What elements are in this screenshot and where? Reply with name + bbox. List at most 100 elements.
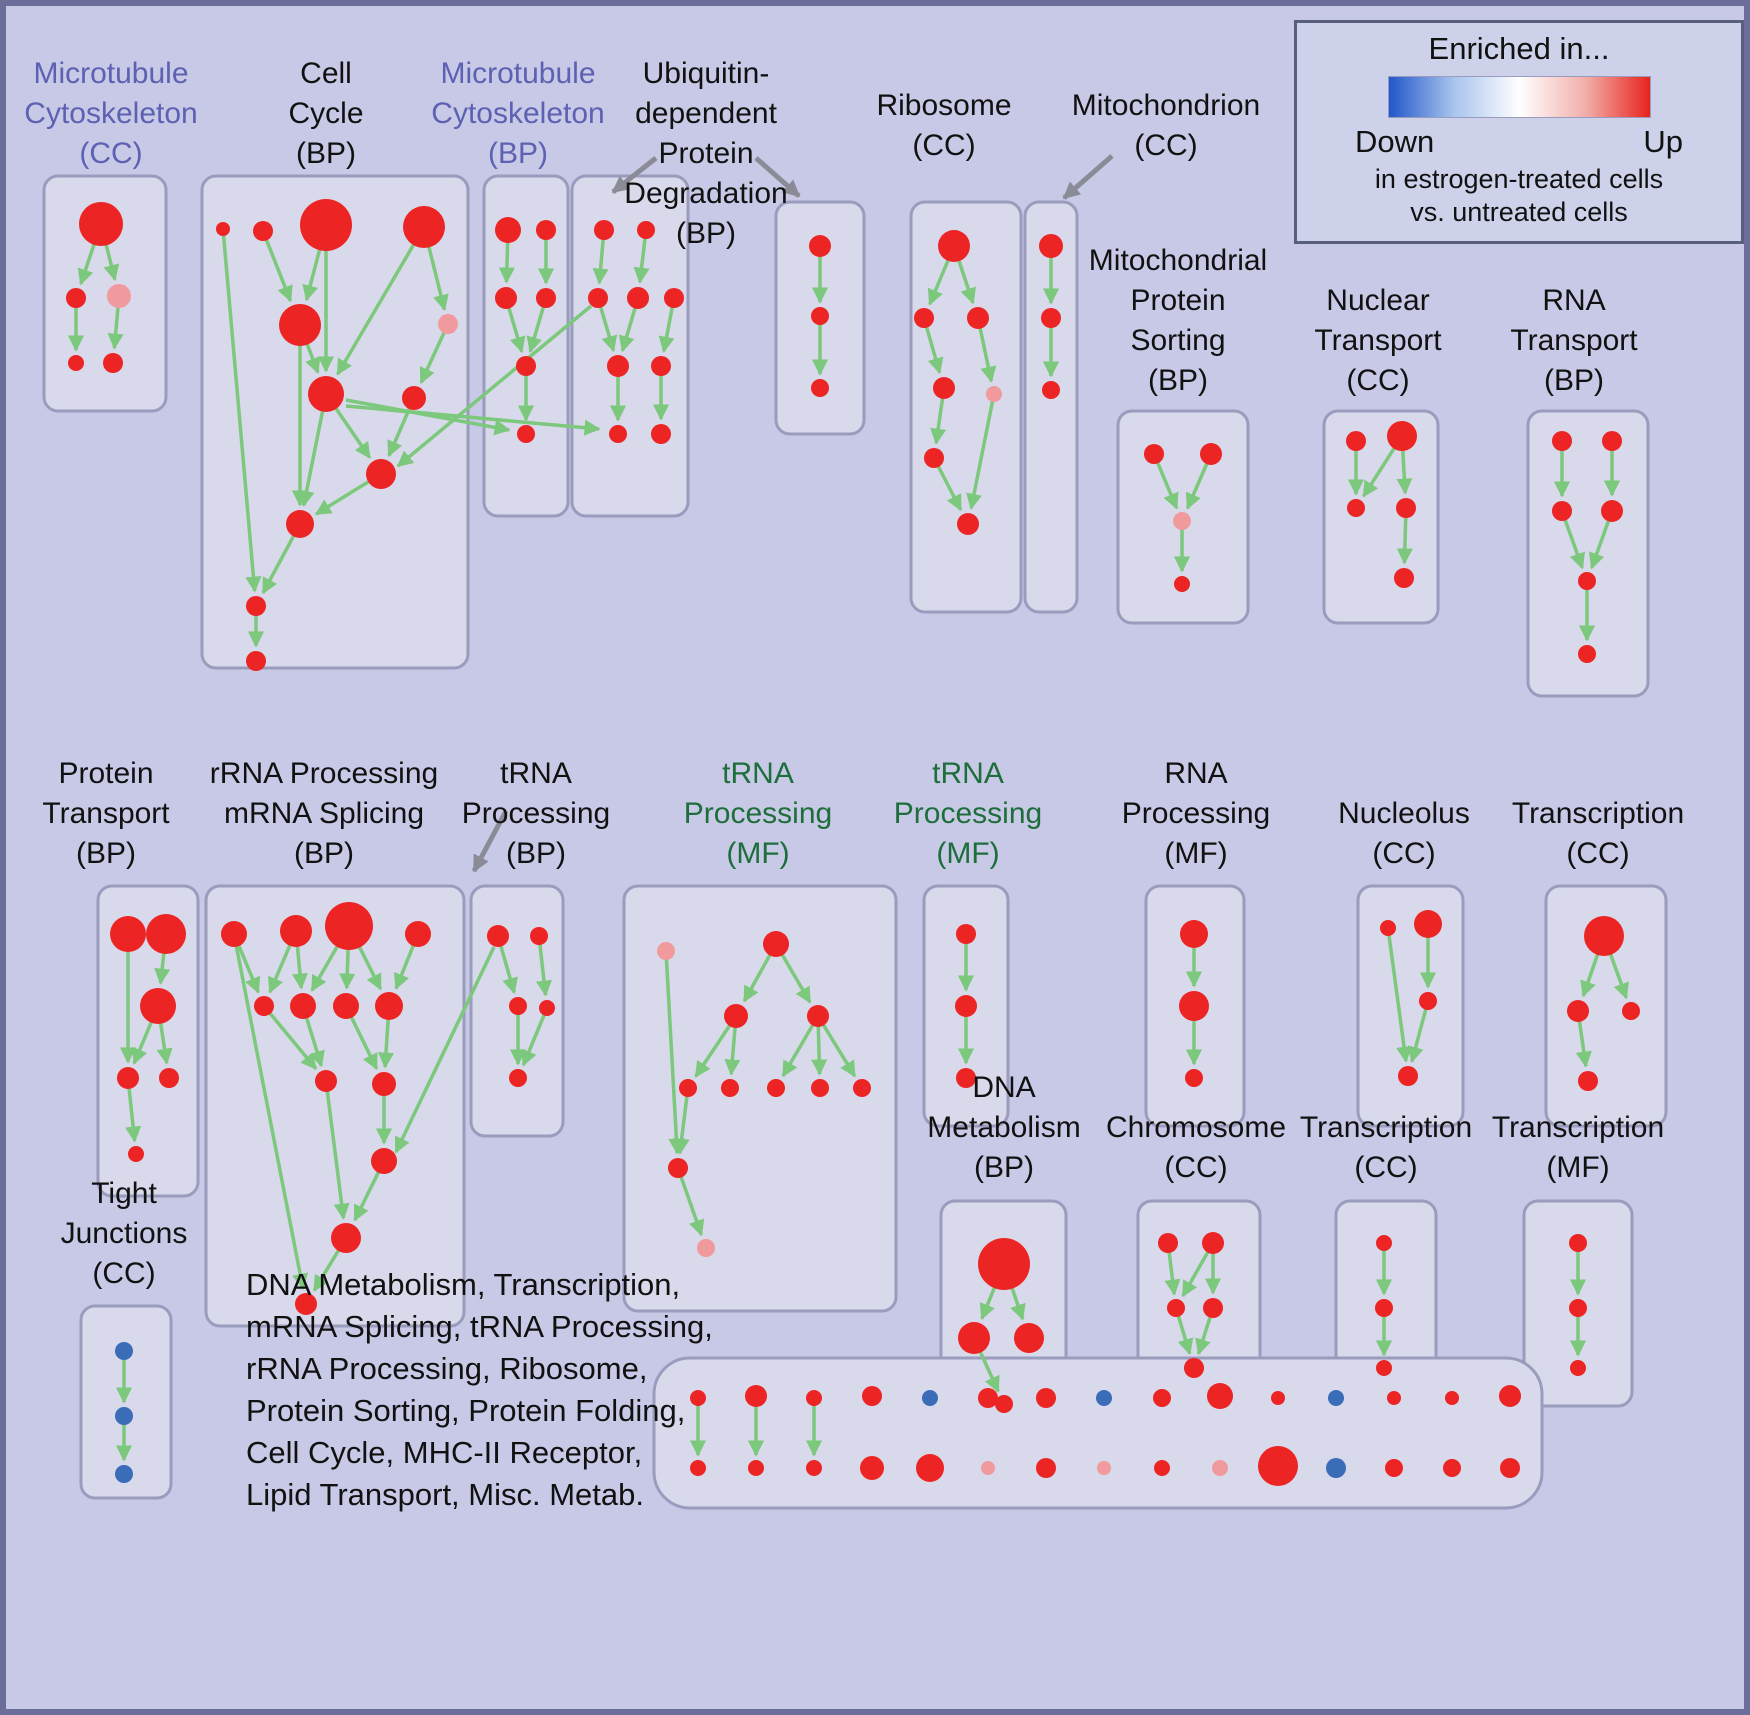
go-term-node bbox=[1396, 498, 1416, 518]
go-term-node bbox=[1328, 1390, 1344, 1406]
go-term-node bbox=[1398, 1066, 1418, 1086]
group-box-mitochondrion-cc bbox=[1023, 200, 1079, 614]
go-term-node bbox=[107, 284, 131, 308]
go-term-node bbox=[300, 199, 352, 251]
go-term-node bbox=[938, 230, 970, 262]
go-term-node bbox=[767, 1079, 785, 1097]
go-term-node bbox=[697, 1239, 715, 1257]
go-term-node bbox=[117, 1067, 139, 1089]
misc-text-line: DNA Metabolism, Transcription, bbox=[246, 1267, 681, 1302]
go-term-node bbox=[664, 288, 684, 308]
edge-arrow bbox=[262, 1004, 318, 1070]
cross-group-edge-arrow bbox=[394, 946, 496, 1154]
go-term-node bbox=[325, 902, 373, 950]
go-term-node bbox=[978, 1238, 1030, 1290]
go-term-node bbox=[280, 915, 312, 947]
go-term-node bbox=[809, 235, 831, 257]
group-box-ubiquitin-degradation-bp-left bbox=[570, 174, 690, 518]
go-term-node bbox=[679, 1079, 697, 1097]
edge-arrow bbox=[336, 226, 426, 376]
cross-group-edge-arrow bbox=[345, 404, 601, 436]
go-term-node bbox=[594, 220, 614, 240]
go-term-node bbox=[279, 304, 321, 346]
go-term-node bbox=[308, 376, 344, 412]
go-term-node bbox=[811, 1079, 829, 1097]
go-term-node bbox=[967, 307, 989, 329]
go-term-node bbox=[1375, 1299, 1393, 1317]
go-term-node bbox=[1376, 1235, 1392, 1251]
go-term-node bbox=[375, 992, 403, 1020]
go-term-node bbox=[371, 1148, 397, 1174]
go-term-node bbox=[721, 1079, 739, 1097]
go-term-node bbox=[1445, 1391, 1459, 1405]
go-term-node bbox=[1376, 1360, 1392, 1376]
go-term-node bbox=[290, 993, 316, 1019]
go-term-node bbox=[68, 355, 84, 371]
go-term-node bbox=[1578, 1071, 1598, 1091]
go-term-node bbox=[221, 921, 247, 947]
go-term-node bbox=[1578, 572, 1596, 590]
legend-down-label: Down bbox=[1355, 124, 1435, 159]
go-term-node bbox=[1042, 381, 1060, 399]
go-term-node bbox=[1039, 234, 1063, 258]
go-term-node bbox=[140, 988, 176, 1024]
legend-title: Enriched in... bbox=[1428, 31, 1610, 66]
go-term-node bbox=[530, 927, 548, 945]
go-term-node bbox=[1185, 1069, 1203, 1087]
go-term-node bbox=[690, 1390, 706, 1406]
go-term-node bbox=[1602, 431, 1622, 451]
go-term-node bbox=[811, 379, 829, 397]
go-term-node bbox=[495, 287, 517, 309]
go-term-node bbox=[539, 1000, 555, 1016]
go-term-node bbox=[128, 1146, 144, 1162]
go-term-node bbox=[609, 425, 627, 443]
go-term-node bbox=[1036, 1458, 1056, 1478]
edge-arrow bbox=[221, 228, 262, 593]
go-term-node bbox=[748, 1460, 764, 1476]
go-term-node bbox=[957, 513, 979, 535]
go-term-node bbox=[1144, 444, 1164, 464]
go-term-node bbox=[516, 356, 536, 376]
edge-arrow bbox=[694, 1015, 738, 1078]
go-term-node bbox=[1180, 920, 1208, 948]
go-term-node bbox=[1097, 1461, 1111, 1475]
go-term-node bbox=[333, 993, 359, 1019]
go-term-node bbox=[159, 1068, 179, 1088]
misc-text-line: mRNA Splicing, tRNA Processing, bbox=[246, 1309, 713, 1344]
legend-up-label: Up bbox=[1643, 124, 1683, 159]
go-term-node bbox=[254, 996, 274, 1016]
go-term-node bbox=[1212, 1460, 1228, 1476]
go-term-node bbox=[331, 1223, 361, 1253]
label-pointer-arrow bbox=[1062, 154, 1114, 200]
go-term-node bbox=[1552, 501, 1572, 521]
edge-arrow bbox=[816, 1015, 857, 1078]
go-term-node bbox=[690, 1460, 706, 1476]
nodes-layer bbox=[66, 199, 1640, 1486]
go-term-node bbox=[487, 925, 509, 947]
annotation-arrows-layer bbox=[471, 154, 1114, 873]
go-term-node bbox=[115, 1407, 133, 1425]
go-term-node bbox=[1414, 910, 1442, 938]
go-term-node bbox=[1096, 1390, 1112, 1406]
legend-gradient-bar bbox=[1387, 76, 1651, 118]
go-term-node bbox=[1173, 512, 1191, 530]
group-box-ribosome-cc bbox=[909, 200, 1023, 614]
group-box-nucleolus-cc bbox=[1356, 884, 1465, 1128]
go-term-node bbox=[295, 1293, 317, 1315]
go-term-node bbox=[115, 1342, 133, 1360]
edge-arrow bbox=[966, 393, 996, 510]
label-pointer-arrow bbox=[611, 156, 658, 194]
go-term-node bbox=[1387, 421, 1417, 451]
go-term-node bbox=[1326, 1458, 1346, 1478]
misc-text-line: Protein Sorting, Protein Folding, bbox=[246, 1393, 686, 1428]
go-term-node bbox=[1567, 1000, 1589, 1022]
go-term-node bbox=[981, 1461, 995, 1475]
edge-arrow bbox=[1407, 1000, 1430, 1064]
go-term-node bbox=[607, 355, 629, 377]
group-box-misc-categories bbox=[652, 1356, 1544, 1510]
go-term-node bbox=[924, 448, 944, 468]
go-term-node bbox=[66, 288, 86, 308]
group-box-microtubule-cytoskeleton-cc bbox=[42, 174, 168, 413]
go-term-node bbox=[651, 424, 671, 444]
